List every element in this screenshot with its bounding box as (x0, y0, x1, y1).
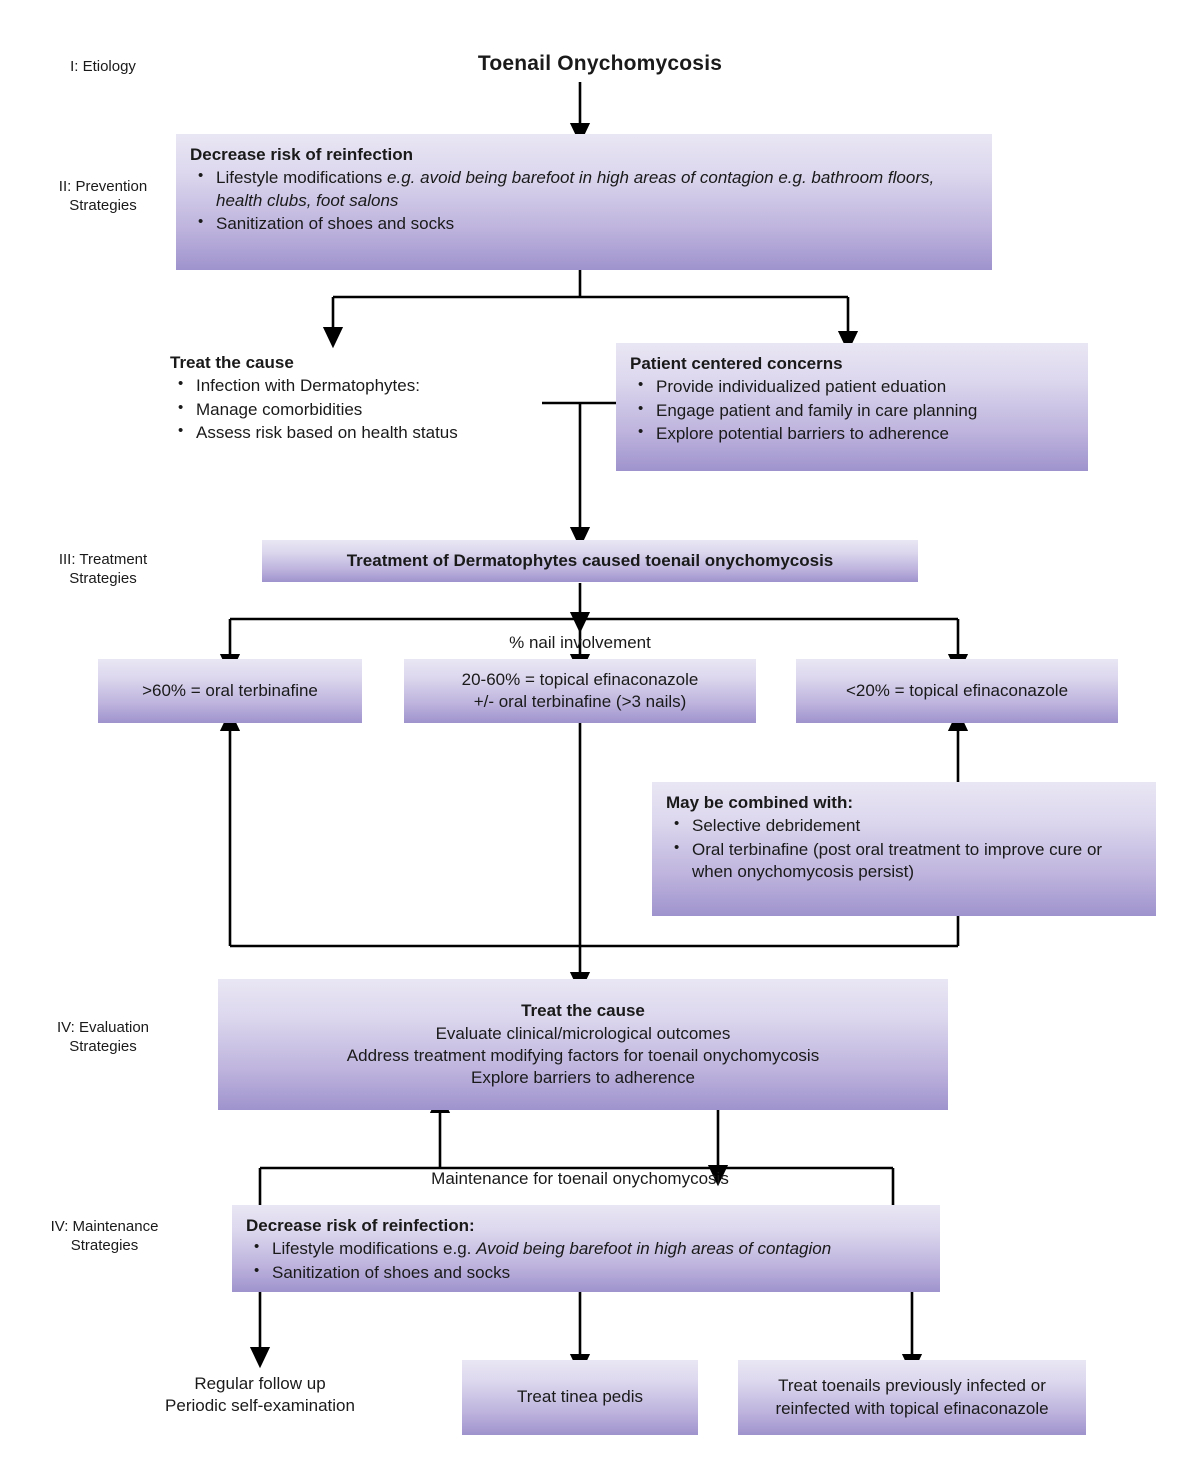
list-item: Sanitization of shoes and socks (246, 1261, 926, 1285)
stage-label-maintenance-line2: Strategies (70, 1236, 139, 1254)
option-box-low[interactable]: <20% = topical efinaconazole (796, 659, 1118, 723)
list-item: Sanitization of shoes and socks (190, 212, 978, 236)
nail-involvement-label: % nail involvement (509, 633, 651, 652)
option-box-high[interactable]: >60% = oral terbinafine (98, 659, 362, 723)
may-be-combined-box[interactable]: May be combined with: Selective debridem… (652, 782, 1156, 916)
maintenance-bullets: Lifestyle modifications e.g. Avoid being… (246, 1237, 926, 1285)
list-item: Lifestyle modifications e.g. Avoid being… (246, 1237, 926, 1261)
bullet-plain: Lifestyle modifications (216, 168, 388, 188)
evaluation-line-2: Address treatment modifying factors for … (346, 1046, 820, 1066)
stage-label-treatment-line1: III: Treatment (58, 551, 148, 568)
prevention-box[interactable]: Decrease risk of reinfection Lifestyle m… (176, 134, 992, 270)
maintenance-box[interactable]: Decrease risk of reinfection: Lifestyle … (232, 1205, 940, 1292)
treatment-header-box[interactable]: Treatment of Dermatophytes caused toenai… (262, 540, 918, 582)
option-mid-line1: 20-60% = topical efinaconazole (461, 669, 699, 689)
outcome-3-line-2: reinfected with topical efinaconazole (775, 1398, 1049, 1418)
stage-label-prevention-line2: Strategies (69, 196, 137, 214)
patient-centered-concerns-box[interactable]: Patient centered concerns Provide indivi… (616, 343, 1088, 471)
list-item: Infection with Dermatophytes: (170, 374, 570, 398)
prevention-bullets: Lifestyle modifications e.g. avoid being… (190, 166, 978, 236)
patient-concerns-bullets: Provide individualized patient eduation … (630, 375, 1074, 446)
stage-label-treatment: III: Treatment Strategies (28, 551, 178, 589)
treat-the-cause-group: Treat the cause Infection with Dermatoph… (170, 352, 570, 446)
maintenance-heading: Decrease risk of reinfection: (246, 1216, 475, 1235)
bullet-italic: e.g. avoid being barefoot in high areas … (216, 168, 935, 210)
evaluation-line-1: Evaluate clinical/micrological outcomes (435, 1023, 731, 1043)
outcome-regular-follow-up: Regular follow up Periodic self-examinat… (140, 1373, 380, 1417)
evaluation-line-3: Explore barriers to adherence (471, 1068, 695, 1088)
treat-cause-bullets: Infection with Dermatophytes: Manage com… (170, 374, 570, 445)
list-item: Selective debridement (666, 814, 1142, 838)
evaluation-heading: Treat the cause (521, 1000, 645, 1020)
stage-label-prevention-line1: II: Prevention (58, 178, 148, 195)
stage-label-maintenance-line1: IV: Maintenance (50, 1218, 159, 1235)
list-item: Oral terbinafine (post oral treatment to… (666, 838, 1142, 884)
stage-label-treatment-line2: Strategies (69, 569, 137, 587)
list-item: Explore potential barriers to adherence (630, 422, 1074, 446)
combined-bullets: Selective debridement Oral terbinafine (… (666, 814, 1142, 884)
list-item: Manage comorbidities (170, 398, 570, 422)
stage-label-etiology: I: Etiology (70, 58, 136, 75)
list-item: Assess risk based on health status (170, 421, 570, 445)
evaluation-box[interactable]: Treat the cause Evaluate clinical/microl… (218, 979, 948, 1110)
outcome-1-line-1: Regular follow up (194, 1374, 326, 1393)
list-item: Lifestyle modifications e.g. avoid being… (190, 166, 978, 212)
option-high-line1: >60% = oral terbinafine (142, 680, 318, 700)
bullet-italic: Avoid being barefoot in high areas of co… (476, 1239, 832, 1259)
patient-concerns-heading: Patient centered concerns (630, 354, 843, 373)
option-low-line1: <20% = topical efinaconazole (845, 680, 1069, 700)
outcome-treat-toenails[interactable]: Treat toenails previously infected or re… (738, 1360, 1086, 1435)
bullet-plain: Sanitization of shoes and socks (216, 214, 455, 234)
stage-label-maintenance: IV: Maintenance Strategies (22, 1218, 187, 1256)
stage-label-prevention: II: Prevention Strategies (28, 178, 178, 216)
maintenance-loop-label: Maintenance for toenail onychomycosis (431, 1169, 729, 1188)
bullet-plain: Sanitization of shoes and socks (272, 1262, 511, 1282)
option-box-mid[interactable]: 20-60% = topical efinaconazole +/- oral … (404, 659, 756, 723)
bullet-plain: Lifestyle modifications e.g. (272, 1239, 477, 1259)
combined-heading: May be combined with: (666, 793, 854, 812)
treat-cause-heading: Treat the cause (170, 353, 294, 372)
stage-label-evaluation-line1: IV: Evaluation (57, 1019, 149, 1036)
stage-label-evaluation: IV: Evaluation Strategies (28, 1019, 178, 1057)
outcome-treat-tinea-pedis[interactable]: Treat tinea pedis (462, 1360, 698, 1435)
prevention-heading: Decrease risk of reinfection (190, 145, 413, 164)
page-title: Toenail Onychomycosis (477, 52, 723, 75)
stage-label-evaluation-line2: Strategies (69, 1037, 137, 1055)
outcome-1-line-2: Periodic self-examination (165, 1396, 355, 1416)
option-mid-line2: +/- oral terbinafine (>3 nails) (473, 692, 687, 711)
list-item: Engage patient and family in care planni… (630, 399, 1074, 423)
outcome-3-line-1: Treat toenails previously infected or (778, 1376, 1046, 1396)
treatment-header-label: Treatment of Dermatophytes caused toenai… (346, 551, 834, 571)
outcome-2-line-1: Treat tinea pedis (517, 1387, 643, 1407)
list-item: Provide individualized patient eduation (630, 375, 1074, 399)
